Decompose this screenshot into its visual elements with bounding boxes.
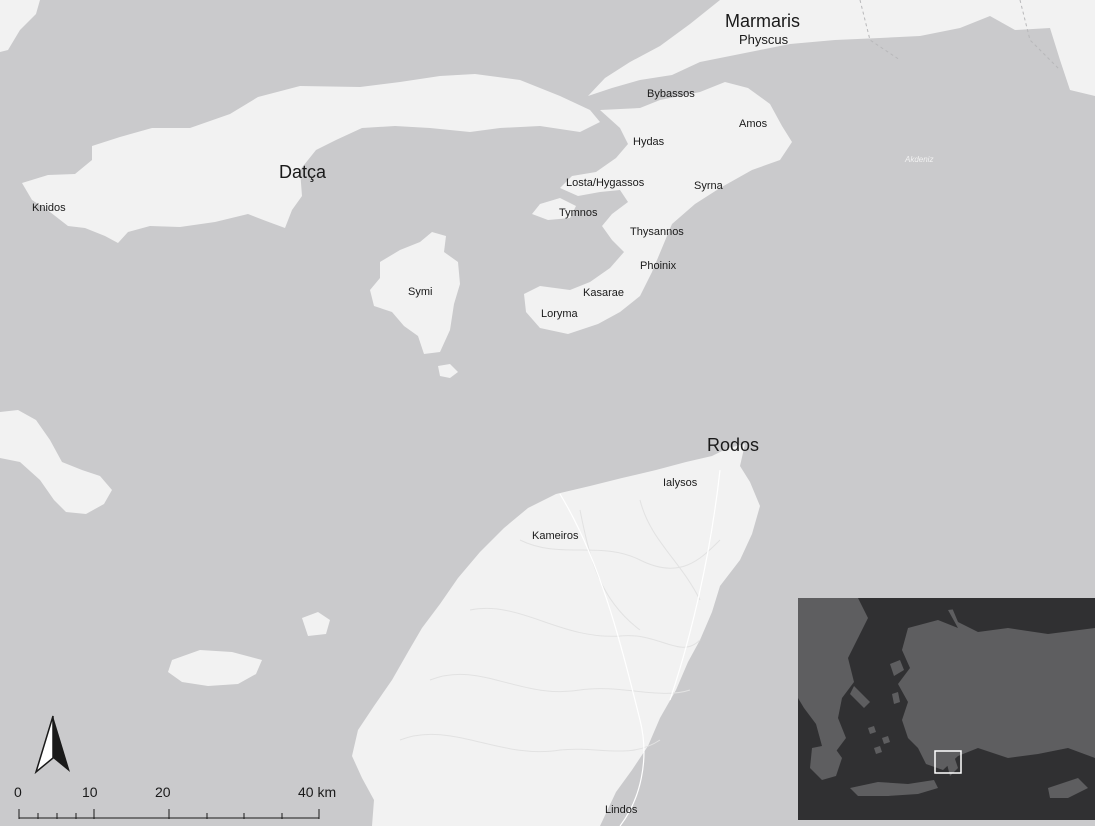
west-coast [0,410,112,514]
admin-boundary [859,0,1061,71]
inset-peloponnese [810,744,842,780]
inset-basemap [798,598,1095,798]
inset-black-sea [948,598,1095,634]
inset-locator-box [934,750,962,774]
label-ialysos: Ialysos [663,477,698,489]
label-losta: Losta/Hygassos [566,177,645,189]
label-rodos: Rodos [707,435,760,455]
inset-locator-map [798,598,1095,820]
rhodes-roads [559,469,721,826]
scale-label-20: 20 [155,784,171,800]
label-hydas: Hydas [633,136,665,148]
scale-bar [18,809,320,819]
label-symi: Symi [408,286,433,298]
label-lindos: Lindos [605,804,638,816]
inset-crete [850,780,938,796]
label-sea: Akdeniz [905,155,934,164]
inset-anatolia [898,604,1095,770]
label-kameiros: Kameiros [532,530,579,542]
bozburun-south [524,82,792,334]
scale-label-40: 40 km [298,784,337,800]
label-bybassos: Bybassos [647,88,695,100]
label-loryma: Loryma [541,308,578,320]
label-phoinix: Phoinix [640,260,677,272]
inset-cyclades [868,726,890,754]
inset-euboea [850,686,870,708]
inset-greece [798,598,868,754]
scale-label-0: 0 [14,784,22,800]
north-arrow-icon [34,715,70,774]
tymnos-islet [532,198,576,220]
label-knidos: Knidos [32,202,66,214]
inset-lesbos [890,660,904,676]
islet-b [302,612,330,636]
symi-islet [438,364,458,378]
label-datca: Datça [279,162,327,182]
label-thysannos: Thysannos [630,226,684,238]
datca-peninsula [22,74,600,243]
label-physcus: Physcus [739,32,789,47]
label-kasarae: Kasarae [583,287,624,299]
symi-island [370,232,460,354]
label-syrna: Syrna [694,180,723,192]
inset-cyprus [1048,778,1088,798]
rhodes-island [352,444,760,826]
inset-rhodes [946,756,958,776]
bozburun-peninsula [588,0,1095,96]
scale-label-10: 10 [82,784,98,800]
label-marmaris: Marmaris [725,11,800,31]
nw-corner-land [0,0,40,52]
label-tymnos: Tymnos [559,207,598,219]
inset-chios [892,692,900,704]
small-island [168,650,262,686]
label-amos: Amos [739,118,768,130]
rhodes-rivers [399,499,721,753]
